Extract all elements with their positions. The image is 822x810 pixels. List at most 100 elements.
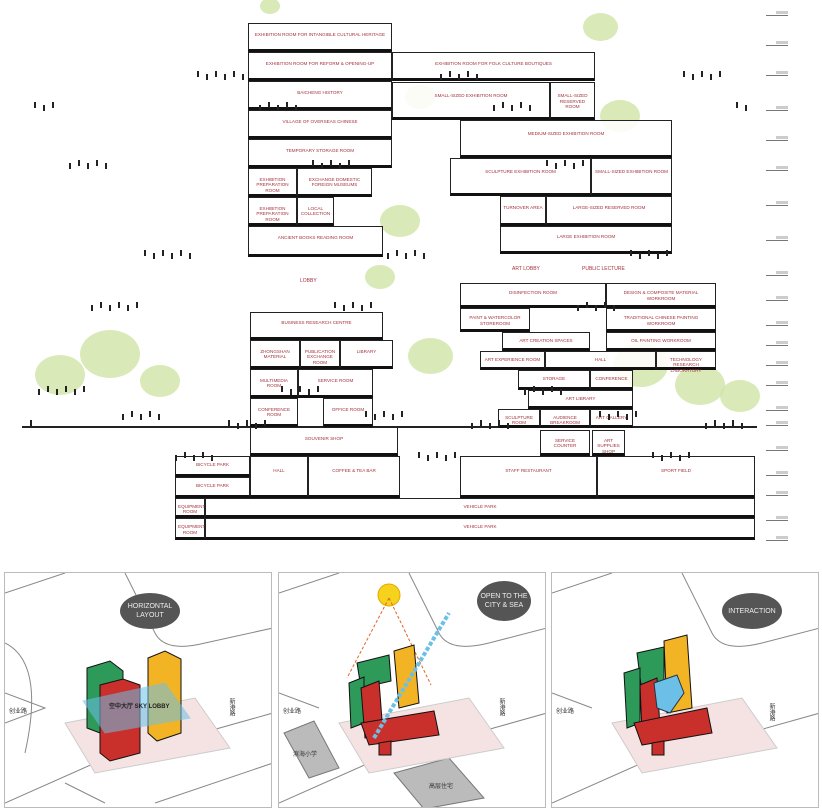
room: Vehicle park	[205, 518, 755, 540]
room-label: Village of overseas Chinese	[282, 118, 358, 124]
level-marker	[766, 321, 788, 326]
room: Sport field	[597, 456, 755, 498]
person-figure	[281, 386, 283, 392]
person-figure	[30, 420, 32, 426]
person-figure	[233, 71, 235, 77]
room-label: Art experience room	[484, 356, 541, 362]
level-marker	[766, 536, 788, 541]
person-figure	[144, 250, 146, 256]
room-label: Disinfection room	[509, 290, 557, 296]
person-figure	[237, 423, 239, 429]
person-figure	[308, 389, 310, 395]
person-figure	[47, 386, 49, 392]
person-figure	[189, 253, 191, 259]
room: Audience breakroom	[540, 409, 590, 428]
room-label: Small-sized reserved room	[557, 93, 588, 110]
room-label: Oil painting workroom	[631, 337, 691, 343]
person-figure	[87, 163, 89, 169]
person-figure	[343, 305, 345, 311]
person-figure	[339, 163, 341, 169]
level-marker	[766, 491, 788, 496]
room: Hall	[250, 456, 308, 498]
person-figure	[476, 74, 478, 80]
level-marker	[766, 381, 788, 386]
room-label: Service room	[317, 377, 354, 383]
room-label: Conference room	[257, 406, 291, 418]
person-figure	[361, 305, 363, 311]
person-figure	[228, 420, 230, 426]
person-figure	[445, 455, 447, 461]
person-figure	[401, 411, 403, 417]
room: Large exhibition room	[500, 226, 672, 254]
room-label: Exchange domestic foreign museums	[308, 176, 361, 188]
room: Art supplies shop	[592, 430, 625, 456]
person-figure	[608, 414, 610, 420]
road-label-left: 创业路	[556, 709, 575, 715]
level-marker	[766, 271, 788, 276]
person-figure	[705, 423, 707, 429]
room: Conference	[590, 370, 633, 390]
room: Business research centre	[250, 312, 383, 340]
person-figure	[577, 305, 579, 311]
person-figure	[502, 102, 504, 108]
person-figure	[153, 253, 155, 259]
person-figure	[498, 420, 500, 426]
person-figure	[440, 74, 442, 80]
room-label: Large exhibition room	[556, 234, 616, 240]
room-label: Art gallery	[595, 414, 628, 420]
room: Exhibition preparation room	[248, 197, 297, 226]
person-figure	[387, 253, 389, 259]
person-figure	[295, 105, 297, 111]
person-figure	[626, 414, 628, 420]
room: Exhibition room for folk culture boutiqu…	[392, 52, 595, 81]
person-figure	[529, 105, 531, 111]
level-marker	[766, 296, 788, 301]
person-figure	[551, 386, 553, 392]
room-label: Art creation spaces	[519, 337, 573, 343]
room: Service counter	[540, 430, 590, 456]
room: Library	[340, 340, 393, 369]
person-figure	[604, 302, 606, 308]
person-figure	[732, 420, 734, 426]
tree	[365, 265, 395, 289]
level-marker	[766, 201, 788, 206]
room: Turnover area	[500, 196, 546, 226]
room: Staff restaurant	[460, 456, 597, 498]
road-label-left: 创业路	[283, 709, 302, 715]
person-figure	[268, 102, 270, 108]
room-label: Sport field	[661, 468, 691, 474]
room: Sculpture exhibition room	[450, 158, 591, 196]
person-figure	[83, 386, 85, 392]
art-lobby-label: Art lobby	[512, 266, 540, 272]
room-label: Office room	[331, 406, 365, 412]
room: Service room	[298, 369, 373, 398]
room: Equipment room	[175, 518, 205, 540]
room-label: Art supplies shop	[597, 437, 620, 454]
room-label: Equipment room	[178, 503, 206, 515]
level-marker	[766, 236, 788, 241]
level-marker	[766, 41, 788, 46]
room: Office room	[323, 398, 373, 427]
person-figure	[613, 305, 615, 311]
level-marker	[766, 71, 788, 76]
person-figure	[184, 452, 186, 458]
public-lecture-label: Public lecture	[582, 266, 625, 272]
room-label: Design & composite material workroom	[623, 290, 699, 301]
person-figure	[149, 411, 151, 417]
room-label: Publication exchange room	[304, 348, 336, 365]
room: Traditional Chinese painting workroom	[606, 308, 716, 332]
level-marker	[766, 471, 788, 476]
person-figure	[255, 423, 257, 429]
room: Conference room	[250, 398, 298, 427]
level-marker	[766, 106, 788, 111]
person-figure	[264, 420, 266, 426]
person-figure	[493, 105, 495, 111]
person-figure	[202, 452, 204, 458]
room-label: Coffee & tea bar	[332, 468, 376, 474]
tree	[720, 380, 760, 412]
room: Village of overseas Chinese	[248, 110, 392, 139]
room: Small-sized exhibition room	[392, 82, 550, 120]
diagram-open-to-city: Open to the city & sea 创业路 新港路 滨海小学 高层住宅	[278, 572, 546, 808]
tree	[80, 330, 140, 378]
tree	[35, 355, 85, 395]
